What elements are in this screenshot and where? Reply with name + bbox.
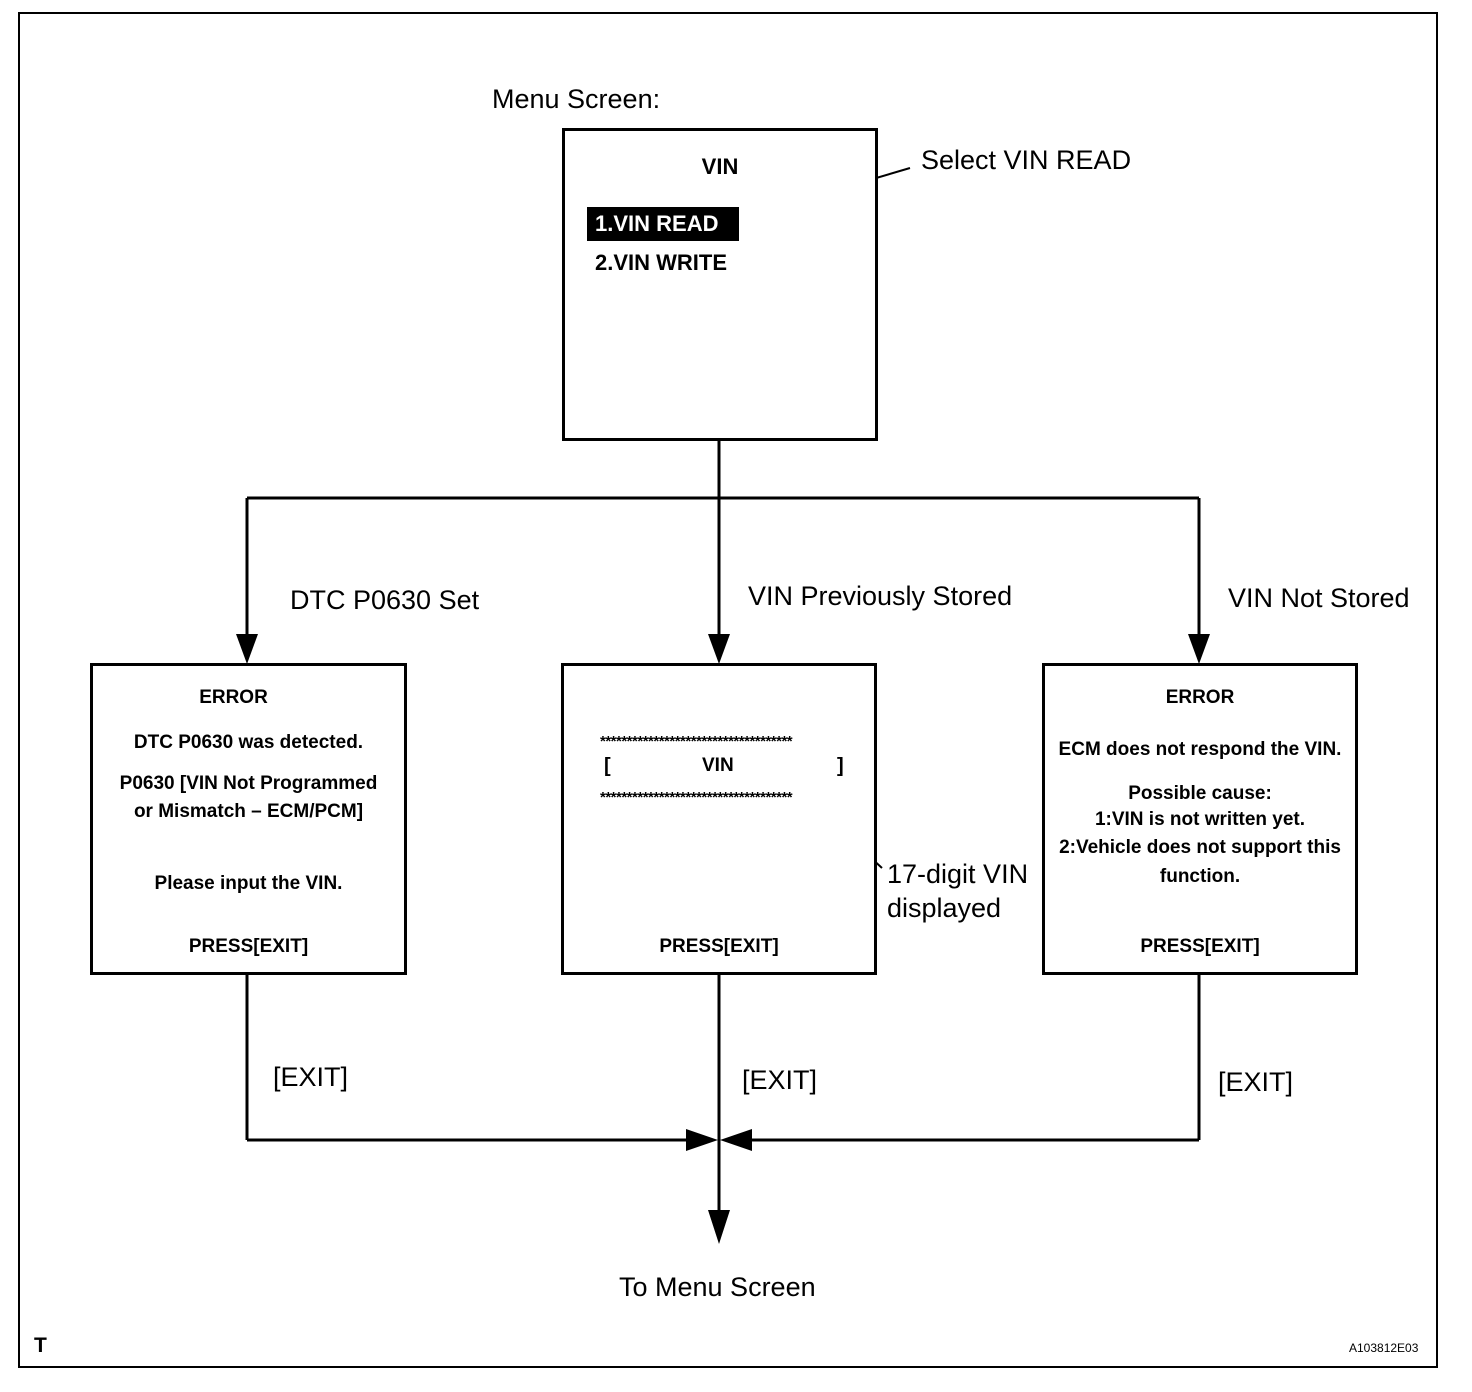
error-box-dtc: ERROR DTC P0630 was detected. P0630 [VIN… <box>90 663 407 975</box>
error-title: ERROR <box>199 687 268 708</box>
exit-label-left: [EXIT] <box>273 1062 349 1092</box>
menu-item-vin-write[interactable]: 2.VIN WRITE <box>595 250 728 275</box>
vin-stars-bottom: ************************************ <box>600 789 793 806</box>
arrowhead-merge-right <box>720 1129 752 1151</box>
exit-label-center: [EXIT] <box>742 1065 818 1095</box>
callout-displayed: displayed <box>887 893 1002 923</box>
arrowhead-left <box>236 634 258 664</box>
vin-display-box: ************************************ [ V… <box>561 663 877 975</box>
menu-screen-label: Menu Screen: <box>492 84 661 114</box>
to-menu-screen-label: To Menu Screen <box>619 1272 816 1302</box>
exit-label-right: [EXIT] <box>1218 1067 1294 1097</box>
error-dtc-detected: DTC P0630 was detected. <box>133 732 364 753</box>
error-cause-2: 2:Vehicle does not support this <box>1059 837 1341 858</box>
press-exit-text: PRESS[EXIT] <box>188 936 309 957</box>
press-exit-text: PRESS[EXIT] <box>659 936 779 957</box>
branch-label-not-stored: VIN Not Stored <box>1228 583 1410 613</box>
press-exit-text: PRESS[EXIT] <box>1140 936 1260 957</box>
menu-title: VIN <box>701 154 739 179</box>
error-no-response: ECM does not respond the VIN. <box>1058 739 1342 760</box>
error-title: ERROR <box>1165 687 1235 708</box>
error-input-vin: Please input the VIN. <box>154 873 343 894</box>
arrowhead-merge-left <box>686 1129 718 1151</box>
figure-frame <box>18 12 1438 1368</box>
error-dtc-description-2: or Mismatch – ECM/PCM] <box>133 801 364 822</box>
error-dtc-description-1: P0630 [VIN Not Programmed <box>119 773 378 794</box>
branch-label-previously-stored: VIN Previously Stored <box>748 581 1013 611</box>
callout-17-digit-vin: 17-digit VIN <box>887 859 1029 889</box>
error-cause-1: 1:VIN is not written yet. <box>1094 809 1306 830</box>
branch-label-dtc-set: DTC P0630 Set <box>290 585 480 615</box>
corner-letter: T <box>34 1334 47 1357</box>
menu-item-vin-read-label: 1.VIN READ <box>595 211 719 236</box>
vin-bracket-close: ] <box>837 755 844 777</box>
menu-item-vin-read[interactable]: 1.VIN READ <box>587 207 739 241</box>
vin-stars-top: ************************************ <box>600 733 793 750</box>
error-cause-2-cont: function. <box>1159 866 1241 887</box>
menu-screen-box: VIN 1.VIN READ 2.VIN WRITE <box>562 128 878 441</box>
arrowhead-center <box>708 634 730 664</box>
callout-select-vin-read: Select VIN READ <box>921 145 1132 175</box>
figure-code: A103812E03 <box>1349 1341 1419 1355</box>
arrowhead-right <box>1188 634 1210 664</box>
error-box-not-stored: ERROR ECM does not respond the VIN. Poss… <box>1042 663 1358 975</box>
arrowhead-to-menu <box>708 1210 730 1244</box>
vin-bracket-open: [ <box>604 755 611 777</box>
vin-value: VIN <box>702 755 734 776</box>
error-possible-cause: Possible cause: <box>1128 783 1272 804</box>
